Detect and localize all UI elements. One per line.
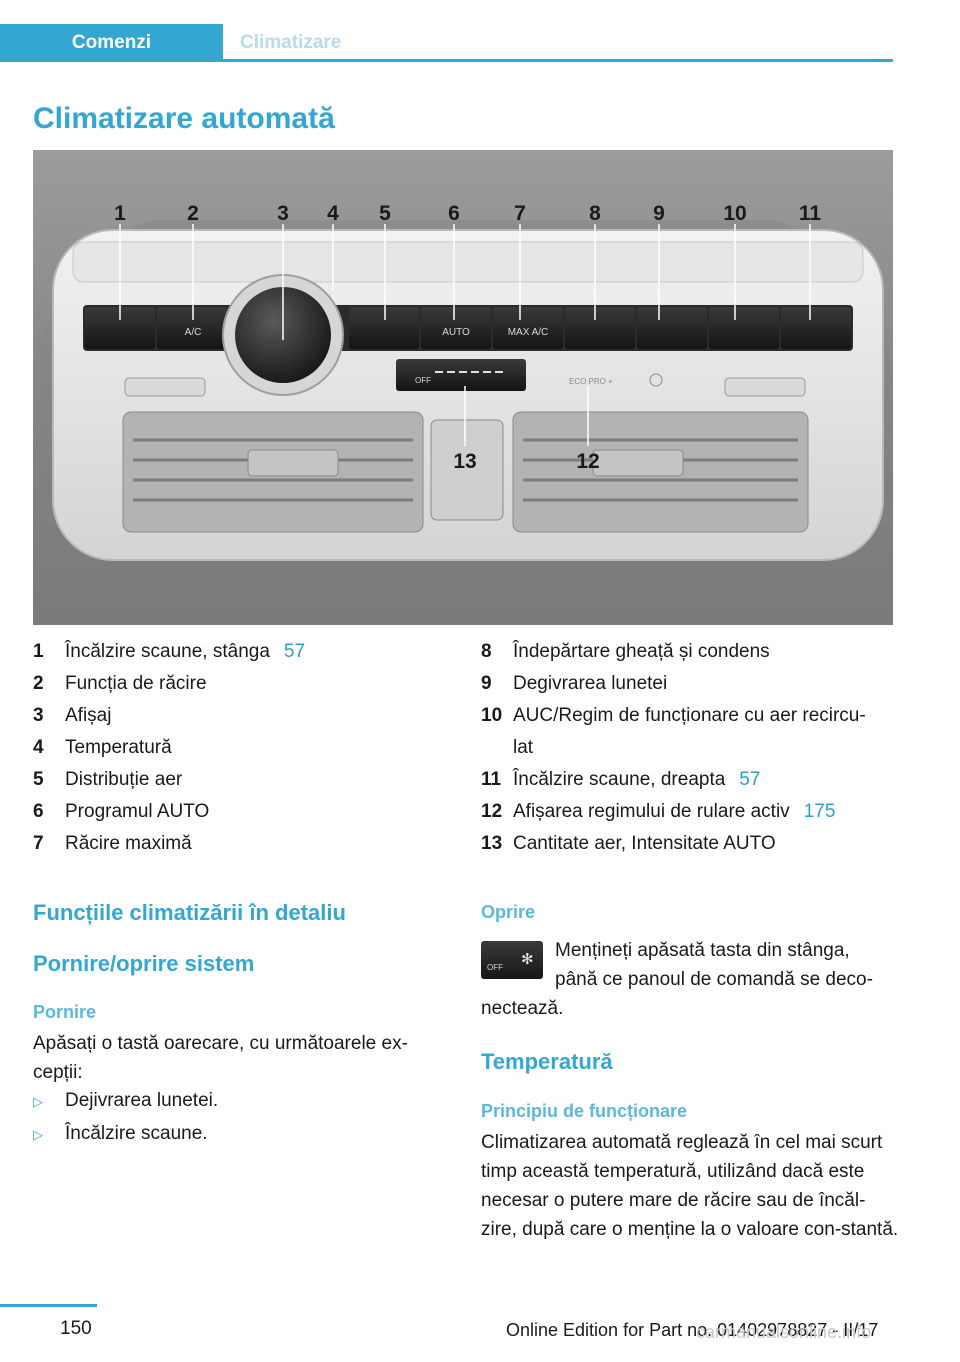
subsection-heading: Pornire/oprire sistem <box>33 951 255 976</box>
fan-icon: ✻ <box>521 951 534 968</box>
principiu-heading: Principiu de funcționare <box>481 1101 688 1121</box>
callout-6: 6 <box>448 202 460 225</box>
watermark: carmanualsonline.info <box>696 1322 872 1342</box>
callout-2: 2 <box>187 202 199 225</box>
callout-4: 4 <box>327 202 339 225</box>
svg-text:A/C: A/C <box>185 327 202 338</box>
callout-3: 3 <box>277 202 289 225</box>
svg-text:OFF: OFF <box>415 376 431 385</box>
temperature-heading: Temperatură <box>481 1049 613 1074</box>
pornire-text: Apăsați o tastă oarecare, cu următoarele… <box>33 1033 408 1083</box>
list-item: ▷Dejivrarea lunetei. <box>33 1090 219 1111</box>
callout-9: 9 <box>653 202 665 225</box>
fan-off-button-image: OFF ✻ <box>481 941 543 979</box>
section-heading: Funcțiile climatizării în detaliu <box>33 900 346 925</box>
page-title: Climatizare automată <box>33 102 335 135</box>
bullet-triangle-icon: ▷ <box>33 1094 43 1109</box>
climate-panel-photo: A/C AUTO MAX A/C OFF ECO PRO + 1 2 3 4 5… <box>33 150 893 625</box>
principiu-text: Climatizarea automată reglează în cel ma… <box>481 1132 899 1240</box>
page-ref-link[interactable]: 175 <box>803 801 836 822</box>
oprire-text-line-3: nectează. <box>481 998 564 1019</box>
svg-text:AUTO: AUTO <box>442 327 470 338</box>
callout-1: 1 <box>114 202 126 225</box>
callout-8: 8 <box>589 202 601 225</box>
callout-12: 12 <box>576 450 599 473</box>
callout-10: 10 <box>723 202 746 225</box>
page-ref-link[interactable]: 57 <box>283 641 306 662</box>
list-item: ▷Încălzire scaune. <box>33 1123 208 1144</box>
off-label: OFF <box>487 963 503 972</box>
page-ref-link[interactable]: 57 <box>739 769 761 790</box>
header-divider <box>0 59 893 62</box>
oprire-text-line-2: până ce panoul de comandă se deco- <box>555 969 873 990</box>
callout-11: 11 <box>799 202 822 225</box>
edition-info: Online Edition for Part no. 01402978827 … <box>506 1320 879 1340</box>
header-tab-climatizare[interactable]: Climatizare <box>240 32 342 53</box>
svg-text:ECO PRO +: ECO PRO + <box>569 377 613 386</box>
header-tab-comenzi[interactable]: Comenzi <box>0 24 223 61</box>
pornire-heading: Pornire <box>33 1002 97 1022</box>
bullet-triangle-icon: ▷ <box>33 1127 43 1142</box>
page-number: 150 <box>60 1318 92 1339</box>
callout-7: 7 <box>514 202 526 225</box>
callout-5: 5 <box>379 202 391 225</box>
oprire-text-line-1: Mențineți apăsată tasta din stânga, <box>555 940 850 961</box>
callout-13: 13 <box>453 450 476 473</box>
footer-divider <box>0 1304 97 1307</box>
svg-text:MAX A/C: MAX A/C <box>508 327 549 338</box>
oprire-heading: Oprire <box>481 902 536 922</box>
